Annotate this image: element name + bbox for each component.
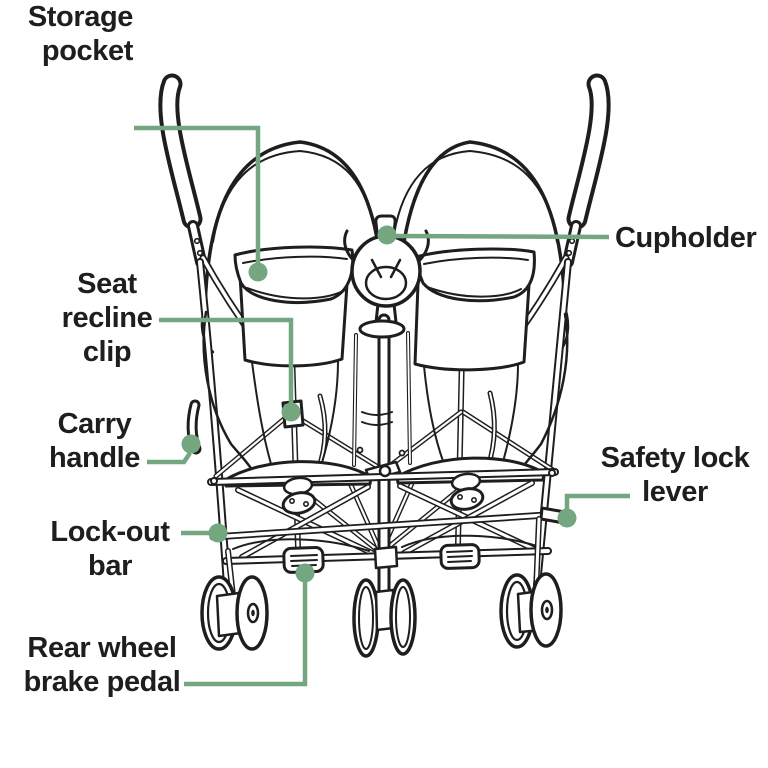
label-line: Carry	[57, 408, 132, 440]
label-lock-out-bar: Lock-out bar	[43, 515, 177, 583]
handle-right	[505, 73, 611, 589]
frame	[207, 464, 559, 570]
label-storage-pocket: Storage pocket	[0, 0, 134, 68]
label-line: Cupholder	[615, 222, 757, 254]
callout-dot-lock-out-bar	[208, 523, 228, 543]
label-line: bar	[88, 550, 132, 582]
label-line: handle	[48, 442, 141, 474]
label-line: pocket	[41, 35, 133, 67]
cupholder	[343, 214, 430, 605]
callout-dot-rear-wheel-brake-pedal	[295, 563, 315, 583]
callout-dot-carry-handle	[181, 434, 201, 454]
label-line: recline	[61, 302, 153, 334]
wheels	[200, 516, 563, 658]
storage-pocket-right	[413, 247, 536, 372]
leader-seat-recline-clip	[159, 317, 301, 422]
label-line: lever	[642, 476, 708, 508]
label-cupholder: Cupholder	[615, 221, 757, 255]
label-seat-recline-clip: Seat recline clip	[38, 267, 176, 369]
callout-dot-cupholder	[377, 225, 397, 245]
callout-dot-safety-lock-lever	[557, 508, 577, 528]
leader-storage-pocket	[134, 125, 268, 282]
brake-pedals	[282, 543, 481, 574]
label-line: clip	[82, 336, 132, 368]
seat-fabric	[202, 310, 569, 472]
label-line: Rear wheel	[27, 632, 177, 664]
label-line: Lock-out	[50, 516, 170, 548]
callout-dot-seat-recline-clip	[281, 402, 301, 422]
label-line: Seat	[77, 268, 137, 300]
label-line: Safety lock	[600, 442, 750, 474]
leader-cupholder	[377, 225, 610, 245]
leader-lock-out-bar	[181, 523, 228, 543]
label-line: brake pedal	[23, 666, 181, 698]
label-carry-handle: Carry handle	[27, 407, 162, 475]
callout-dot-storage-pocket	[248, 262, 268, 282]
label-safety-lock-lever: Safety lock lever	[592, 441, 758, 509]
leader-rear-wheel-brake-pedal	[184, 563, 315, 687]
leader-carry-handle	[147, 434, 201, 465]
leader-safety-lock-lever	[557, 493, 630, 528]
storage-pocket-left	[233, 245, 355, 368]
label-line: Storage	[27, 1, 134, 33]
label-rear-wheel-brake-pedal: Rear wheel brake pedal	[23, 631, 181, 699]
